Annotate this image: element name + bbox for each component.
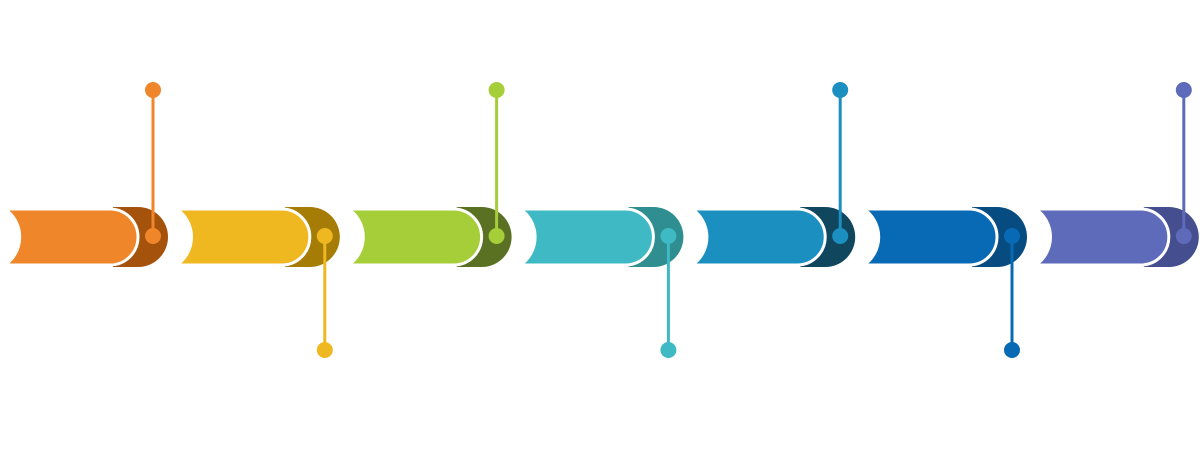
timeline-step-5 — [687, 82, 856, 267]
cap-dot — [832, 228, 849, 244]
step-body — [1030, 207, 1171, 267]
step-body — [0, 207, 140, 267]
timeline-step-6 — [859, 207, 1027, 358]
cap-dot — [1175, 228, 1192, 244]
marker-dot-down — [316, 342, 333, 358]
cap-dot — [145, 228, 161, 244]
step-body — [343, 207, 484, 267]
marker-dot-up — [488, 82, 505, 98]
step-body — [171, 207, 312, 267]
marker-dot-up — [145, 82, 161, 98]
cap-dot — [1004, 228, 1020, 244]
timeline-step-1 — [0, 82, 168, 267]
step-body — [515, 207, 655, 267]
timeline-step-7 — [1030, 82, 1199, 267]
step-body — [687, 207, 827, 267]
cap-dot — [316, 228, 333, 244]
cap-dot — [660, 228, 677, 244]
marker-dot-down — [1004, 342, 1020, 358]
marker-dot-up — [1175, 82, 1192, 98]
step-body — [859, 207, 999, 267]
timeline-step-4 — [515, 207, 684, 358]
timeline-step-2 — [171, 207, 340, 358]
timeline-step-3 — [343, 82, 512, 267]
marker-dot-up — [832, 82, 849, 98]
cap-dot — [488, 228, 505, 244]
marker-dot-down — [660, 342, 677, 358]
